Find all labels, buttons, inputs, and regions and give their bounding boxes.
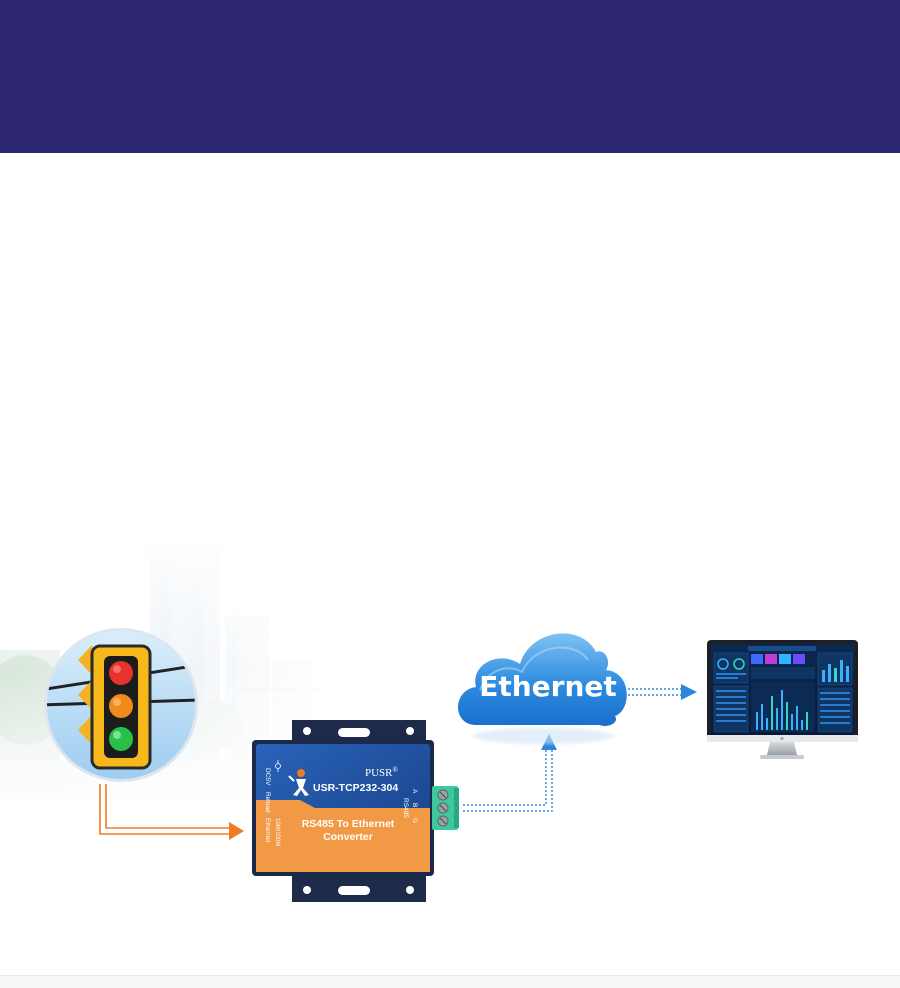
port-label-ethernet-speed: 10M/100M	[274, 818, 280, 846]
downlink-arrowhead	[681, 684, 697, 700]
monitor-dashboard-icon	[707, 640, 858, 759]
pin-label-a: A	[411, 789, 418, 794]
device-model: USR-TCP232-304	[313, 782, 398, 794]
ethernet-downlink-arrow	[628, 688, 682, 696]
rs485-terminal-block	[432, 786, 459, 830]
port-label-ethernet: Ethernet	[264, 818, 271, 843]
header-banner	[0, 0, 900, 153]
rs485-converter-device	[252, 720, 434, 902]
port-label-dc: DC5V	[264, 768, 271, 786]
bottom-strip	[0, 976, 900, 988]
device-name-line1: RS485 To Ethernet	[302, 818, 395, 830]
port-label-reload: Reload	[264, 792, 271, 813]
pin-label-b: B	[411, 803, 418, 807]
ethernet-cloud-icon	[458, 633, 627, 744]
device-name-line2: Converter	[323, 831, 373, 843]
cloud-label: Ethernet	[479, 670, 617, 703]
ethernet-uplink-arrow	[463, 748, 553, 812]
bottom-divider	[0, 975, 900, 976]
serial-link-arrow	[99, 784, 244, 840]
traffic-light-icon	[44, 628, 198, 782]
device-brand: PUSR®	[365, 766, 399, 779]
dc-power-icon	[275, 760, 281, 772]
pin-label-g: G	[411, 818, 418, 823]
port-label-rs485: RS485	[402, 798, 409, 818]
